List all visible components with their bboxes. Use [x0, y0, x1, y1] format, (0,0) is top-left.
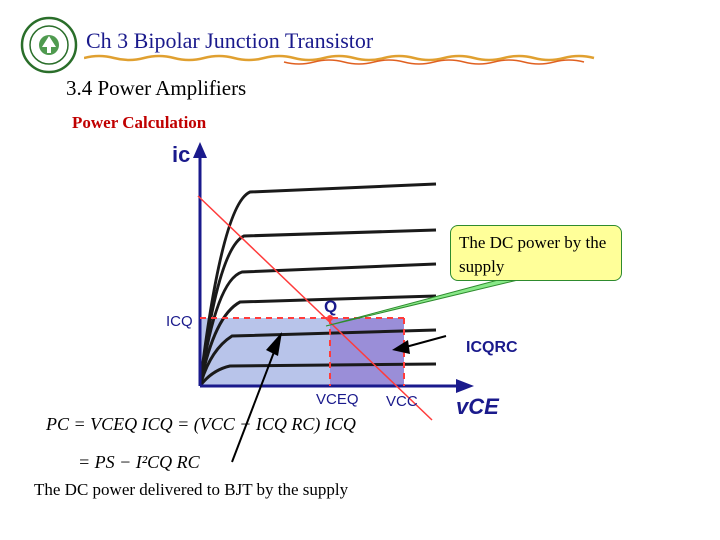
power-equation-line2: = PS − I²CQ RC — [78, 452, 200, 472]
y-axis-arrow — [193, 142, 207, 158]
vceq-label: VCEQ — [316, 391, 359, 408]
dc-load-line — [197, 195, 433, 421]
callout-top-pointer — [325, 279, 519, 327]
university-seal-logo — [20, 16, 78, 74]
callout-bottom-pointer — [231, 351, 275, 463]
y-axis-label: ic — [172, 142, 190, 167]
subsection-title: Power Calculation — [72, 113, 207, 132]
icqrc-pointer — [401, 335, 447, 349]
vcc-label: VCC — [386, 393, 418, 410]
icqrc-label: ICQRC — [466, 339, 518, 356]
q-point-label: Q — [324, 297, 337, 316]
chapter-title: Ch 3 Bipolar Junction Transistor — [86, 28, 374, 53]
icqrc-arrowhead — [392, 340, 410, 354]
characteristic-curve — [198, 182, 437, 387]
dc-power-supply-callout: The DC power by the supply — [450, 225, 622, 281]
callout-bottom-arrowhead — [266, 332, 282, 356]
characteristic-curve — [198, 362, 437, 387]
power-equation-line1: PC = VCEQ ICQ = (VCC − ICQ RC) ICQ — [46, 414, 356, 434]
resistor-power-region — [330, 318, 404, 386]
q-point-marker — [327, 315, 333, 321]
x-axis-arrow — [456, 379, 474, 393]
dc-power-bjt-callout: The DC power delivered to BJT by the sup… — [34, 480, 349, 499]
title-underline-decoration — [84, 54, 595, 65]
x-axis-label: vCE — [456, 394, 500, 419]
section-title: 3.4 Power Amplifiers — [66, 76, 247, 100]
icq-label: ICQ — [166, 313, 193, 330]
